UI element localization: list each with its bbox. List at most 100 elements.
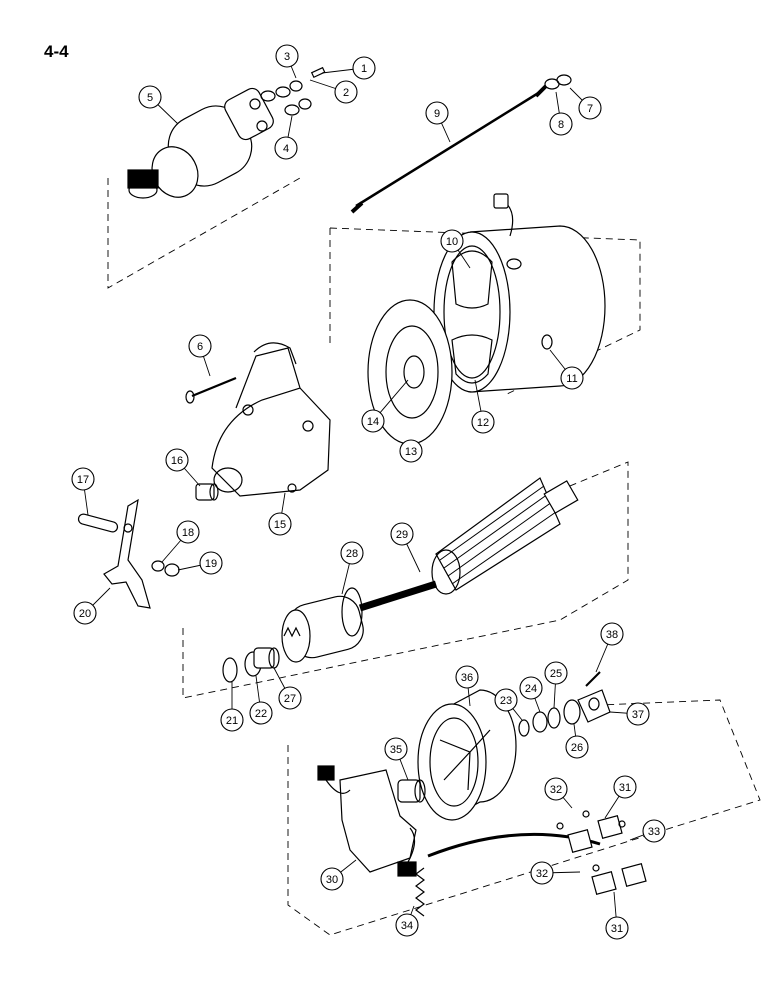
callout-circle: [440, 229, 464, 253]
page-number-label: 4-4: [44, 42, 69, 61]
callout-part-31b: 31: [605, 891, 629, 940]
callout-circle: [352, 56, 376, 80]
callout-circle: [188, 334, 212, 358]
callout-number: 5: [147, 92, 153, 104]
callout-part-29: 29: [390, 522, 421, 573]
callout-number: 19: [205, 558, 217, 570]
callout-part-22: 22: [249, 675, 273, 725]
callout-number: 34: [401, 920, 413, 932]
callout-number: 1: [361, 63, 367, 75]
callout-number: 17: [77, 474, 89, 486]
callout-circle: [390, 522, 414, 546]
callout-part-8: 8: [549, 91, 573, 136]
callout-part-25: 25: [544, 661, 568, 709]
callout-number: 29: [396, 529, 408, 541]
callout-part-35: 35: [384, 737, 409, 781]
callout-part-37: 37: [609, 702, 650, 726]
callout-part-16: 16: [165, 448, 201, 487]
callout-number: 35: [390, 744, 402, 756]
callout-circle: [268, 512, 292, 536]
callout-circle: [274, 136, 298, 160]
callout-part-33: 33: [629, 819, 666, 843]
callout-part-34: 34: [395, 905, 419, 937]
callout-number: 31: [611, 923, 623, 935]
callout-circle: [320, 867, 344, 891]
callout-number: 10: [446, 236, 458, 248]
callout-number: 4: [283, 143, 289, 155]
callout-circle: [613, 775, 637, 799]
callout-part-3: 3: [275, 44, 299, 79]
callout-number: 3: [284, 51, 290, 63]
brush-spring: [415, 867, 425, 917]
callout-part-18: 18: [161, 520, 200, 563]
callout-circle: [519, 676, 543, 700]
callout-number: 6: [197, 341, 203, 353]
callout-number: 27: [284, 693, 296, 705]
callout-part-6: 6: [188, 334, 212, 377]
callout-part-15: 15: [268, 492, 292, 536]
callout-part-10: 10: [440, 229, 471, 269]
callout-circle: [471, 410, 495, 434]
callout-circle: [73, 601, 97, 625]
callout-circle: [530, 861, 554, 885]
callout-part-24: 24: [519, 676, 543, 713]
callout-number: 7: [587, 103, 593, 115]
callout-number: 14: [367, 416, 379, 428]
callout-part-20: 20: [73, 587, 111, 625]
callout-circle: [220, 708, 244, 732]
callout-part-13: 13: [399, 439, 423, 463]
callout-part-1: 1: [321, 56, 376, 80]
callout-part-2: 2: [309, 79, 358, 104]
drive-pinion-assembly: [281, 587, 364, 663]
callout-part-32: 32: [544, 777, 573, 809]
callout-circle: [494, 688, 518, 712]
callout-number: 9: [434, 108, 440, 120]
through-bolt: [350, 84, 548, 214]
commutator-end-frame: [417, 689, 517, 821]
callout-part-23: 23: [494, 688, 523, 721]
callout-number: 38: [606, 629, 618, 641]
callout-part-14: 14: [361, 379, 409, 433]
callout-number: 31: [619, 782, 631, 794]
callout-circle: [71, 467, 95, 491]
callout-number: 33: [648, 826, 660, 838]
callout-circle: [578, 96, 602, 120]
terminal-hardware: [260, 66, 572, 116]
callout-number: 11: [566, 373, 577, 385]
callout-circle: [560, 366, 584, 390]
callout-circle: [361, 409, 385, 433]
callout-number: 16: [171, 455, 183, 467]
callout-part-5: 5: [138, 85, 179, 125]
armature: [358, 477, 579, 612]
callout-layer: 1234567891011121314151617181920212223242…: [71, 44, 666, 940]
callout-part-17: 17: [71, 467, 95, 516]
callout-circle: [249, 701, 273, 725]
callout-number: 32: [536, 868, 548, 880]
callout-circle: [395, 913, 419, 937]
callout-number: 24: [525, 683, 537, 695]
callout-part-27: 27: [273, 667, 302, 710]
callout-number: 26: [571, 742, 583, 754]
callout-circle: [565, 735, 589, 759]
shift-lever-group: [77, 498, 180, 609]
end-bushing: [397, 779, 426, 803]
callout-circle: [605, 916, 629, 940]
callout-part-31: 31: [604, 775, 637, 819]
callout-part-36: 36: [455, 665, 479, 707]
callout-circle: [455, 665, 479, 689]
callout-circle: [642, 819, 666, 843]
callout-circle: [399, 439, 423, 463]
callout-number: 23: [500, 695, 512, 707]
brush-holder: [317, 765, 417, 877]
solenoid: [127, 87, 274, 199]
callout-part-4: 4: [274, 115, 298, 160]
callout-number: 28: [346, 548, 358, 560]
callout-circle: [600, 622, 624, 646]
callout-circle: [384, 737, 408, 761]
callout-number: 36: [461, 672, 473, 684]
callout-circle: [544, 661, 568, 685]
callout-part-30: 30: [320, 859, 357, 891]
callout-number: 2: [343, 87, 349, 99]
callout-circle: [138, 85, 162, 109]
